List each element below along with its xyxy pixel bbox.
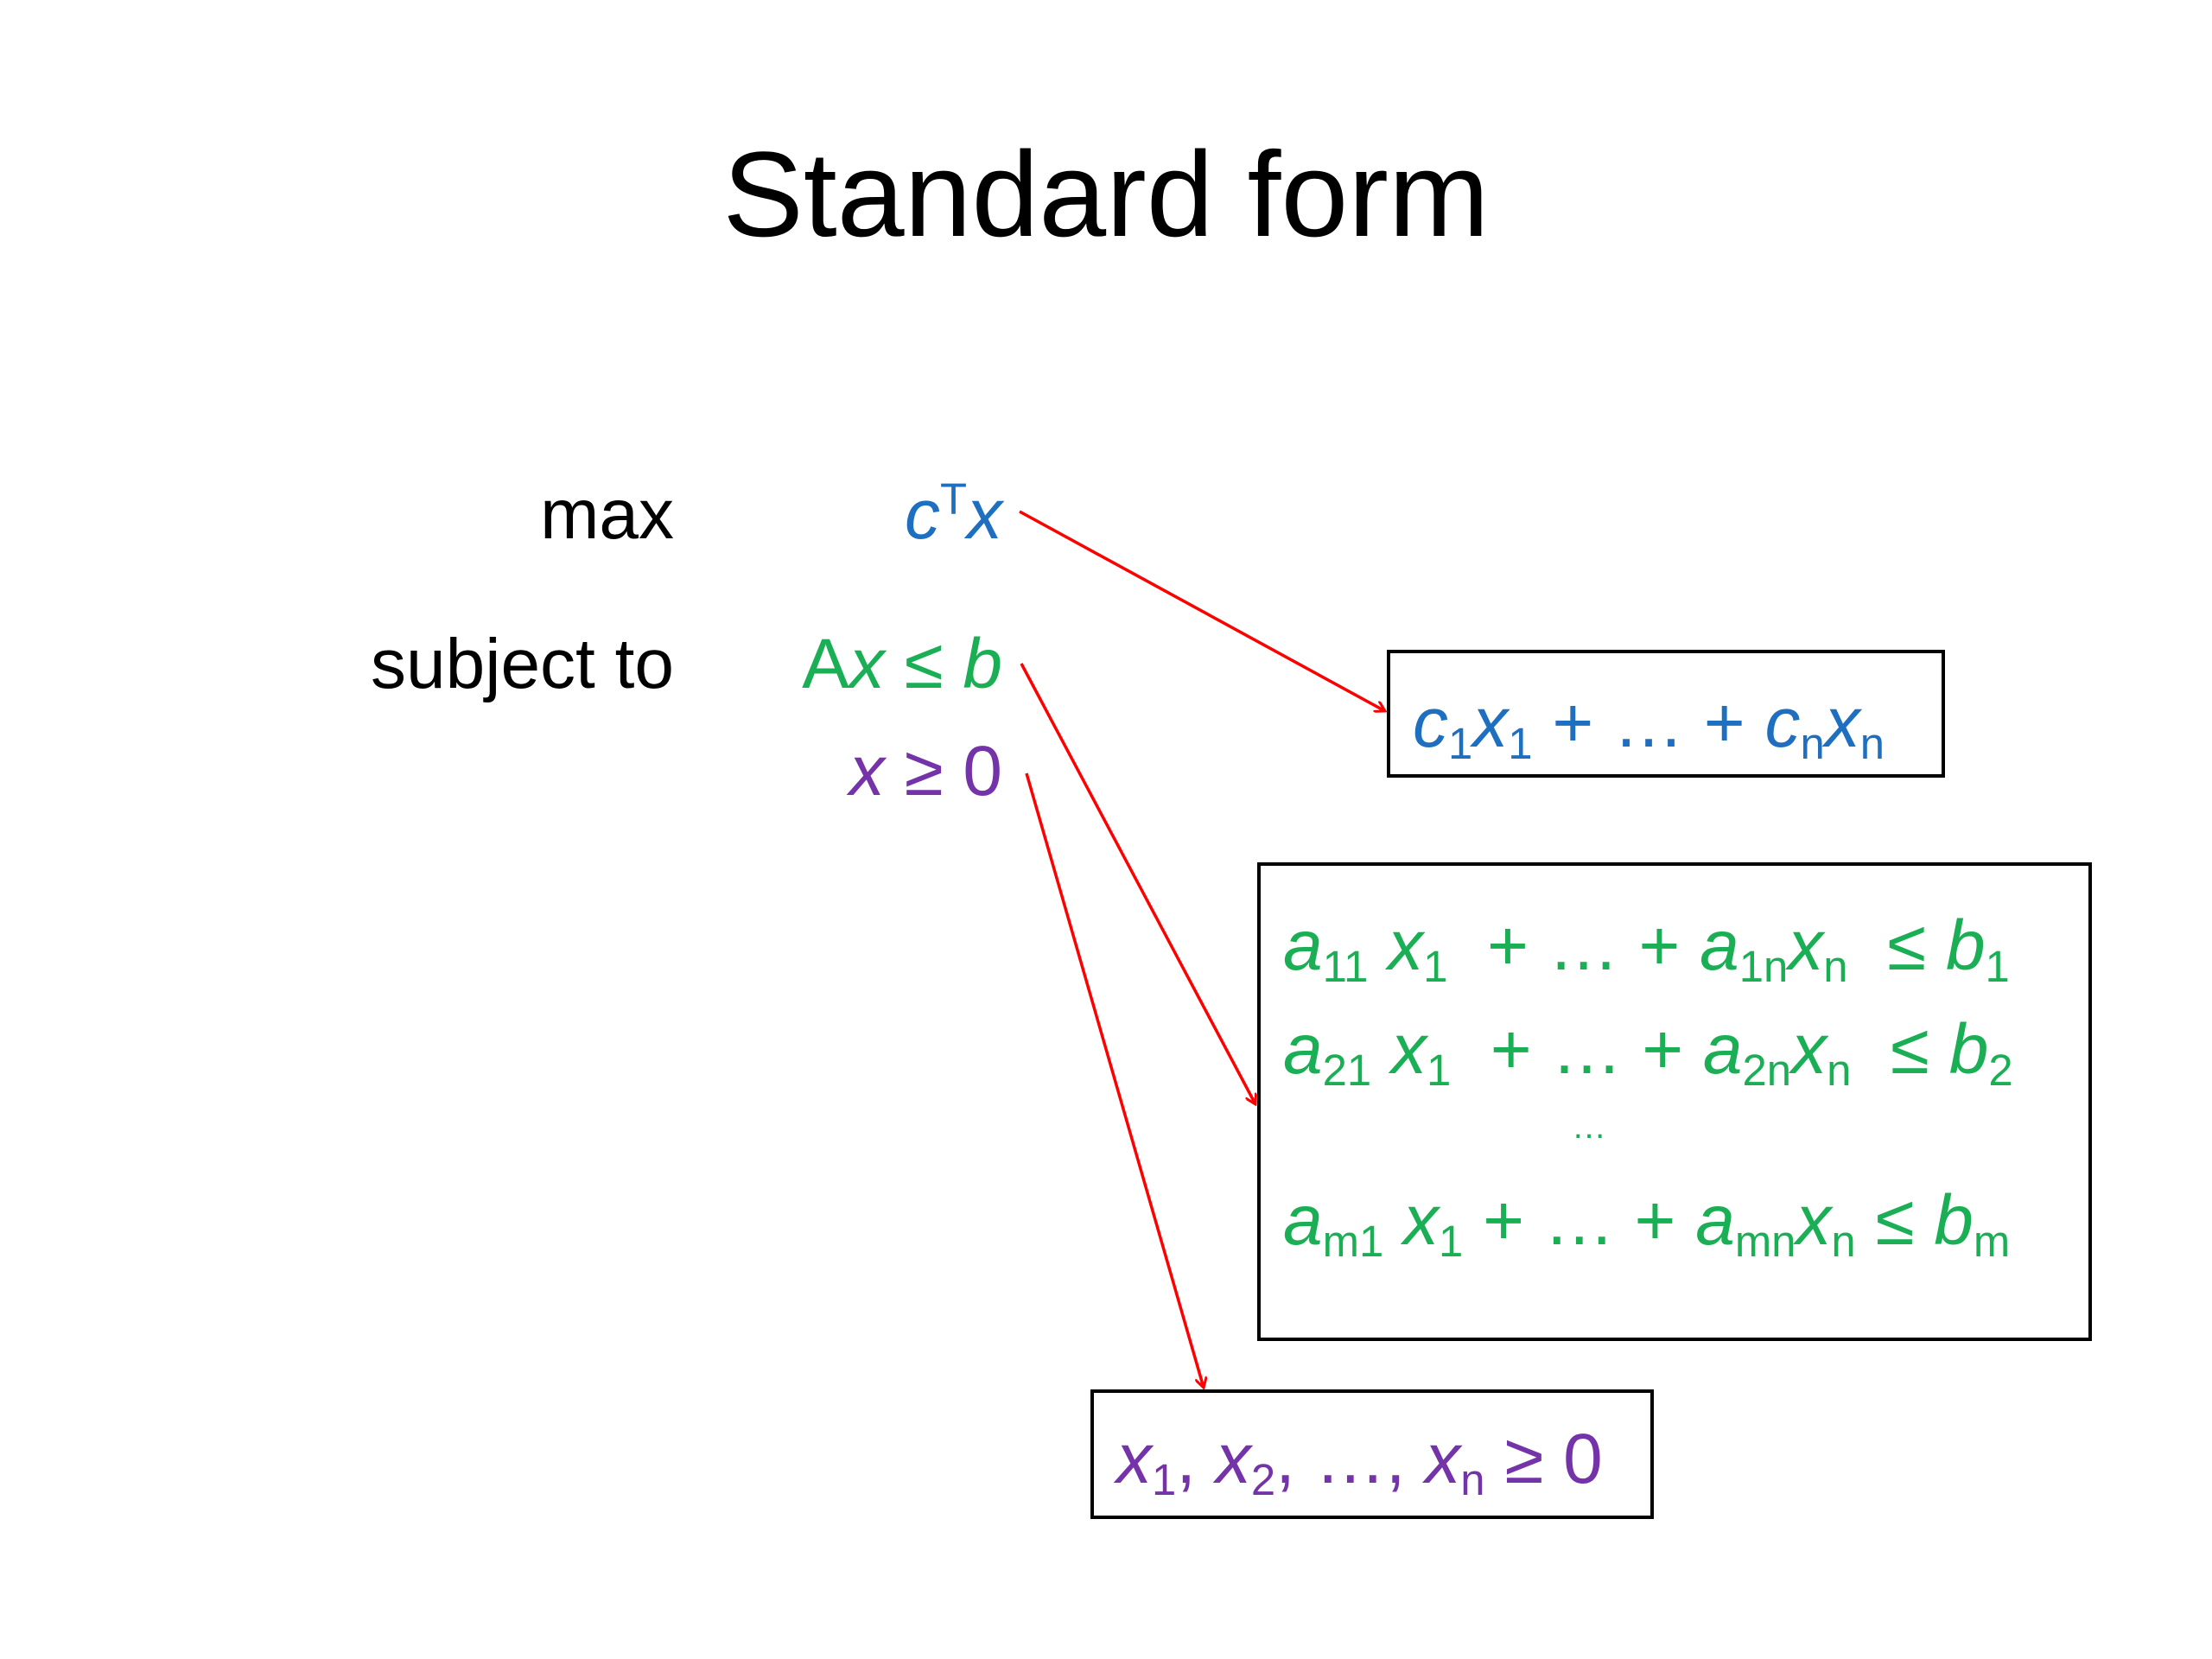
subscript: n — [1859, 719, 1885, 769]
constraint-row-m: am1 x1 + … + amnxn ≤ bm — [1283, 1185, 2010, 1264]
term-x: x — [1796, 1181, 1832, 1260]
subscript: 1 — [1152, 1455, 1177, 1505]
subscript: 2 — [1250, 1455, 1276, 1505]
subscript: 2 — [1988, 1046, 2013, 1096]
term-a: a — [1702, 1010, 1743, 1089]
subscript: m — [1973, 1217, 2011, 1267]
objective-expanded-text: c1x1 + … + cnxn — [1413, 688, 1885, 766]
term-b: b — [1934, 1181, 1974, 1260]
term-x: x — [1824, 683, 1860, 762]
objective-arrow — [1019, 510, 1385, 711]
constraint-row-2: a21 x1 + … + a2nxn ≤ b2 — [1283, 1014, 2013, 1093]
term-sum: + … + — [1447, 906, 1700, 985]
term-a: a — [1695, 1181, 1735, 1260]
subscript: 1 — [1448, 719, 1473, 769]
subscript: m1 — [1322, 1217, 1384, 1267]
subscript: n — [1831, 1217, 1856, 1267]
term-a: a — [1283, 906, 1323, 985]
objective-c: c — [904, 475, 940, 554]
term-x: x — [1390, 1010, 1427, 1089]
objective-x: x — [967, 475, 1002, 554]
separator: , — [1176, 1420, 1216, 1498]
subscript: 1n — [1738, 942, 1789, 992]
term-x: x — [1403, 1181, 1440, 1260]
subscript: n — [1800, 719, 1825, 769]
term-leq: ≤ — [1851, 1010, 1949, 1089]
term-x: x — [1116, 1420, 1152, 1498]
term-x: x — [1472, 683, 1509, 762]
objective-expression: cTx — [905, 477, 1002, 550]
subscript: n — [1460, 1455, 1485, 1505]
term-sum: + … + — [1451, 1010, 1703, 1089]
term-b: b — [1948, 1010, 1989, 1089]
term-x: x — [1425, 1420, 1461, 1498]
objective-expanded-box: c1x1 + … + cnxn — [1387, 650, 1945, 778]
term-leq: ≤ — [1855, 1181, 1935, 1260]
nonneg-rest: ≥ 0 — [884, 732, 1002, 810]
term-b: b — [1945, 906, 1986, 985]
subscript: 21 — [1322, 1046, 1372, 1096]
term-x: x — [1788, 906, 1824, 985]
term-a: a — [1283, 1010, 1323, 1089]
subject-to-label: subject to — [371, 625, 674, 703]
term-a: a — [1283, 1181, 1323, 1260]
term-x: x — [1388, 906, 1424, 985]
nonneg-arrow — [1025, 772, 1204, 1388]
constraint-row-1: a11 x1 + … + a1nxn ≤ b1 — [1283, 911, 2010, 989]
term-sum: + … + — [1532, 683, 1765, 762]
subscript: 11 — [1322, 942, 1369, 992]
subscript: 2n — [1742, 1046, 1792, 1096]
term-c: c — [1764, 683, 1801, 762]
term-leq: ≤ — [1847, 906, 1946, 985]
term-sum: + … + — [1463, 1181, 1696, 1260]
slide-title: Standard form — [722, 126, 1490, 262]
nonneg-expanded-box: x1, x2, …, xn ≥ 0 — [1090, 1389, 1654, 1519]
constraint-expression: Ax ≤ b — [802, 629, 1002, 700]
term-x: x — [1215, 1420, 1251, 1498]
constraint-arrow — [1020, 663, 1255, 1104]
nonneg-expanded-text: x1, x2, …, xn ≥ 0 — [1116, 1424, 1603, 1503]
constraints-expanded-box: a11 x1 + … + a1nxn ≤ b1 a21 x1 + … + a2n… — [1257, 862, 2092, 1341]
separator: , …, — [1275, 1420, 1426, 1498]
subscript: n — [1827, 1046, 1852, 1096]
subscript: 1 — [1426, 1046, 1452, 1096]
max-label: max — [540, 475, 674, 554]
term-c: c — [1413, 683, 1448, 762]
constraint-leq: ≤ — [884, 625, 963, 703]
term-x: x — [1791, 1010, 1827, 1089]
term-geq-zero: ≥ 0 — [1484, 1420, 1603, 1498]
constraint-b: b — [963, 625, 1002, 703]
subscript: mn — [1734, 1217, 1796, 1267]
term-a: a — [1700, 906, 1739, 985]
constraint-A: A — [802, 625, 849, 703]
subscript: 1 — [1423, 942, 1448, 992]
subscript: 1 — [1439, 1217, 1464, 1267]
objective-transpose: T — [939, 474, 967, 524]
subscript: 1 — [1985, 942, 2010, 992]
nonneg-expression: x ≥ 0 — [849, 736, 1002, 807]
constraint-x: x — [849, 625, 885, 703]
subscript: 1 — [1508, 719, 1533, 769]
subscript: n — [1823, 942, 1848, 992]
constraint-ellipsis: … — [1572, 1108, 1606, 1146]
nonneg-x: x — [849, 732, 885, 810]
